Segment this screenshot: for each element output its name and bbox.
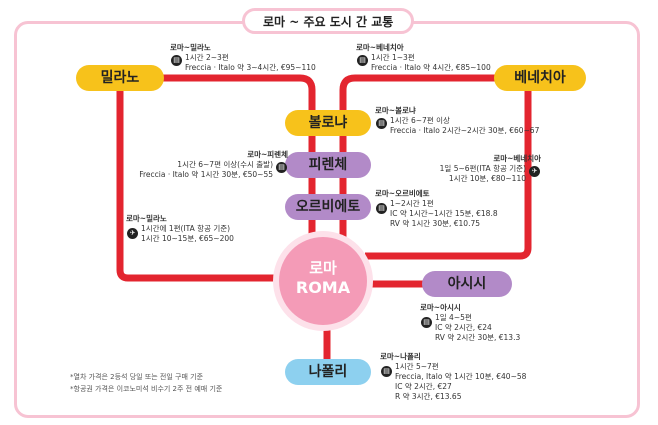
footnote-flight: *항공권 가격은 이코노미석 비수기 2주 전 예매 기준 xyxy=(70,385,223,393)
route-header: 로마~베네치아 xyxy=(356,43,404,52)
line-rome-milan xyxy=(116,78,282,282)
station-milan: 밀라노 xyxy=(76,65,164,91)
station-rome: 로마 ROMA xyxy=(279,237,367,325)
route-header: 로마~밀라노 xyxy=(170,43,211,52)
info-rome-milan-train: 로마~밀라노 ▤ 1시간 2~3편 Freccia · Italo 약 3~4시… xyxy=(170,43,316,73)
train-icon: ▤ xyxy=(171,55,182,66)
train-icon: ▤ xyxy=(381,366,392,377)
info-rome-bologna-train: 로마~볼로냐 ▤ 1시간 6~7편 이상 Freccia · Italo 2시간… xyxy=(375,106,539,136)
line-venice-bologna xyxy=(339,74,505,245)
route-line: 1시간 2~3편 xyxy=(185,53,229,62)
route-header: 로마~아시시 xyxy=(420,303,461,312)
station-bologna: 볼로냐 xyxy=(285,110,371,136)
line-rome-venice xyxy=(365,78,532,260)
route-line: Freccia · Italo 약 3~4시간, €95~110 xyxy=(185,63,316,72)
route-line: 1시간 6~7편 이상 xyxy=(390,116,450,125)
plane-icon: ✈ xyxy=(127,228,138,239)
route-line: 1일 5~6편(ITA 항공 기준) xyxy=(439,164,526,173)
route-line: 1시간 10분, €80~110 xyxy=(448,174,526,183)
route-line: IC 약 2시간, €24 xyxy=(435,323,492,332)
route-line: IC 약 1시간~1시간 15분, €18.8 xyxy=(390,209,498,218)
info-rome-venice-train: 로마~베네치아 ▤ 1시간 1~3편 Freccia · Italo 약 4시간… xyxy=(356,43,491,73)
route-line: RV 약 2시간 30분, €13.3 xyxy=(435,333,521,342)
station-naples: 나폴리 xyxy=(285,359,371,385)
plane-icon: ✈ xyxy=(529,166,540,177)
route-line: R 약 3시간, €13.65 xyxy=(395,392,462,401)
station-venice: 베네치아 xyxy=(494,65,586,91)
info-rome-naples-train: 로마~나폴리 ▤ 1시간 5~7편 Freccia, Italo 약 1시간 1… xyxy=(380,352,526,402)
route-header: 로마~밀라노 xyxy=(126,214,167,223)
train-icon: ▤ xyxy=(276,162,287,173)
rome-label-ko: 로마 xyxy=(309,259,337,277)
train-icon: ▤ xyxy=(421,317,432,328)
station-orvieto: 오르비에토 xyxy=(285,194,371,220)
route-line: IC 약 2시간, €27 xyxy=(395,382,452,391)
route-line: 1시간 10~15분, €65~200 xyxy=(141,234,234,243)
route-line: 1시간 5~7편 xyxy=(395,362,439,371)
footnote-train: *열차 가격은 2등석 당일 또는 전일 구매 기준 xyxy=(70,373,204,381)
route-line: 1시간 6~7편 이상(수시 출발) xyxy=(177,160,273,169)
route-line: 1시간에 1편(ITA 항공 기준) xyxy=(141,224,231,233)
route-line: 1일 4~5편 xyxy=(435,313,472,322)
route-line: Freccia, Italo 약 1시간 10분, €40~58 xyxy=(395,372,527,381)
station-florence: 피렌체 xyxy=(285,152,371,178)
train-icon: ▤ xyxy=(357,55,368,66)
route-line: Freccia · Italo 2시간~2시간 30분, €60~67 xyxy=(390,126,540,135)
diagram-title: 로마 ~ 주요 도시 간 교통 xyxy=(242,8,415,34)
route-line: Freccia · Italo 약 1시간 30분, €50~55 xyxy=(139,170,273,179)
route-header: 로마~볼로냐 xyxy=(375,106,416,115)
rome-label-en: ROMA xyxy=(295,278,351,297)
info-rome-orvieto-train: 로마~오르비에토 ▤ 1~2시간 1편 IC 약 1시간~1시간 15분, €1… xyxy=(375,189,498,229)
station-assisi: 아시시 xyxy=(422,271,512,297)
route-header: 로마~나폴리 xyxy=(380,352,421,361)
route-line: Freccia · Italo 약 4시간, €85~100 xyxy=(371,63,491,72)
train-icon: ▤ xyxy=(376,118,387,129)
route-line: RV 약 1시간 30분, €10.75 xyxy=(390,219,481,228)
route-line: 1시간 1~3편 xyxy=(371,53,415,62)
line-milan-bologna xyxy=(155,74,316,250)
train-icon: ▤ xyxy=(376,203,387,214)
info-rome-milan-flight: 로마~밀라노 ✈ 1시간에 1편(ITA 항공 기준) 1시간 10~15분, … xyxy=(126,214,234,244)
info-rome-venice-flight: 로마~베네치아 ✈ 1일 5~6편(ITA 항공 기준) 1시간 10분, €8… xyxy=(410,154,541,184)
route-header: 로마~피렌체 xyxy=(247,150,288,159)
route-header: 로마~오르비에토 xyxy=(375,189,430,198)
route-line: 1~2시간 1편 xyxy=(390,199,434,208)
info-rome-florence-train: 로마~피렌체 ▤ 1시간 6~7편 이상(수시 출발) Freccia · It… xyxy=(128,150,288,180)
route-header: 로마~베네치아 xyxy=(493,154,541,163)
info-rome-assisi-train: 로마~아시시 ▤ 1일 4~5편 IC 약 2시간, €24 RV 약 2시간 … xyxy=(420,303,520,343)
